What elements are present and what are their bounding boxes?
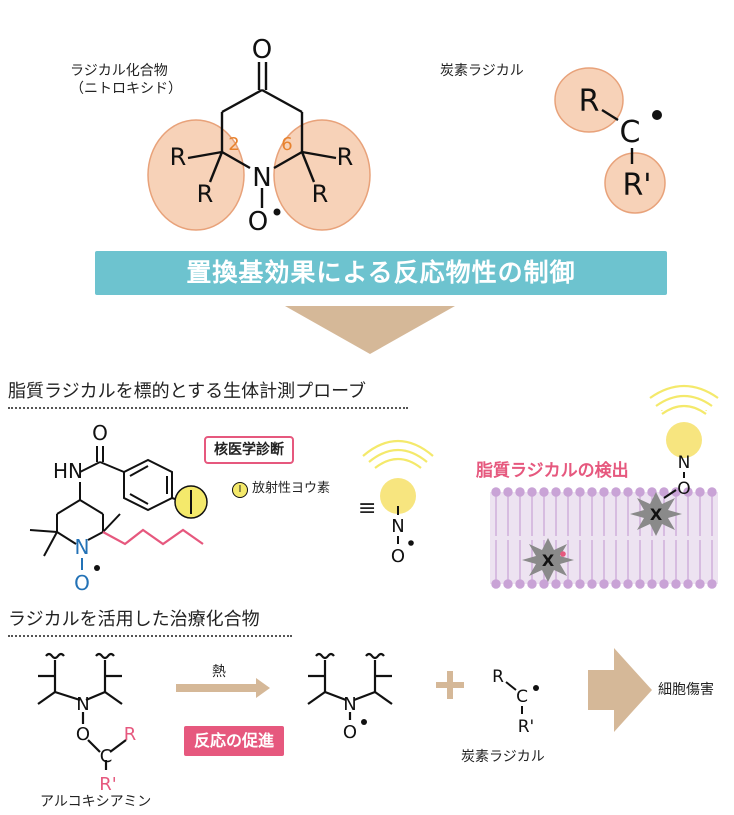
carbon-radical-label-bottom: 炭素ラジカル — [461, 749, 545, 765]
svg-text:N: N — [75, 535, 90, 559]
alkoxyamine-label: アルコキシアミン — [40, 794, 152, 810]
down-arrow — [285, 306, 455, 354]
svg-text:O: O — [343, 722, 357, 743]
svg-text:C: C — [100, 746, 113, 767]
svg-text:C: C — [620, 115, 641, 150]
svg-text:N: N — [391, 516, 404, 537]
substituent-effect-banner: 置換基効果による反応物性の制御 — [95, 251, 667, 295]
svg-text:R': R' — [622, 168, 651, 203]
svg-text:N: N — [76, 694, 89, 715]
lipid-radical-detection-label: 脂質ラジカルの検出 — [476, 461, 629, 481]
svg-text:R': R' — [99, 774, 116, 795]
svg-text:R: R — [312, 180, 329, 208]
heat-label: 熱 — [212, 664, 226, 680]
right-substituent-highlight — [273, 119, 371, 231]
svg-text:O: O — [92, 421, 108, 445]
therapy-divider — [8, 635, 292, 637]
lipid-membrane: X X — [490, 487, 718, 589]
carbon-radical-structure: R C R' — [554, 67, 666, 214]
therapy-scheme: N O C R R' N O R C R' — [37, 648, 652, 795]
probe-section-title: 脂質ラジカルを標的とする生体計測プローブ — [8, 381, 367, 402]
svg-text:R: R — [337, 143, 354, 171]
svg-text:R': R' — [518, 717, 535, 737]
probe-structure: O HN N O N O — [29, 410, 718, 595]
radioiodine-icon: I — [232, 482, 248, 498]
nitroxide-label: ラジカル化合物 — [70, 63, 168, 79]
carbon-radical-label: 炭素ラジカル — [440, 63, 524, 79]
svg-text:C: C — [516, 687, 528, 707]
svg-text:R: R — [197, 180, 214, 208]
probe-divider — [8, 407, 408, 409]
svg-text:R: R — [124, 724, 137, 745]
svg-text:O: O — [677, 479, 690, 499]
svg-text:O: O — [391, 546, 405, 567]
svg-text:N: N — [343, 694, 356, 715]
radioiodine-label: 放射性ヨウ素 — [252, 481, 331, 496]
svg-text:R: R — [579, 84, 600, 119]
nitroxide-sublabel: （ニトロキシド） — [70, 81, 182, 97]
svg-text:N: N — [678, 453, 691, 473]
svg-text:O: O — [74, 571, 90, 595]
cell-damage-label: 細胞傷害 — [658, 682, 714, 698]
position-2-label: 2 — [228, 134, 239, 155]
svg-text:HN: HN — [53, 459, 83, 483]
position-6-label: 6 — [281, 134, 292, 155]
detector-signal-waves — [649, 385, 719, 415]
left-substituent-highlight — [147, 119, 245, 231]
svg-text:O: O — [76, 724, 90, 745]
radical-dot — [273, 208, 281, 216]
nitroxide-structure: O N O R R R R 2 6 R C R' — [147, 35, 666, 237]
nitrogen-atom: N — [252, 163, 271, 193]
piperidine-ring — [187, 62, 337, 208]
therapy-section-title: ラジカルを活用した治療化合物 — [8, 609, 260, 630]
svg-text:R: R — [492, 667, 504, 687]
svg-text:X: X — [650, 505, 663, 524]
ketone-oxygen: O — [252, 35, 272, 65]
svg-text:X: X — [542, 551, 555, 570]
reaction-promotion-badge: 反応の促進 — [184, 726, 285, 756]
probe-signal-waves — [362, 439, 434, 469]
svg-text:R: R — [170, 143, 187, 171]
nuclear-medicine-diagnosis-box: 核医学診断 — [204, 436, 294, 464]
equivalence-symbol: ≡ — [358, 496, 377, 521]
radical-oxygen: O — [248, 207, 268, 237]
